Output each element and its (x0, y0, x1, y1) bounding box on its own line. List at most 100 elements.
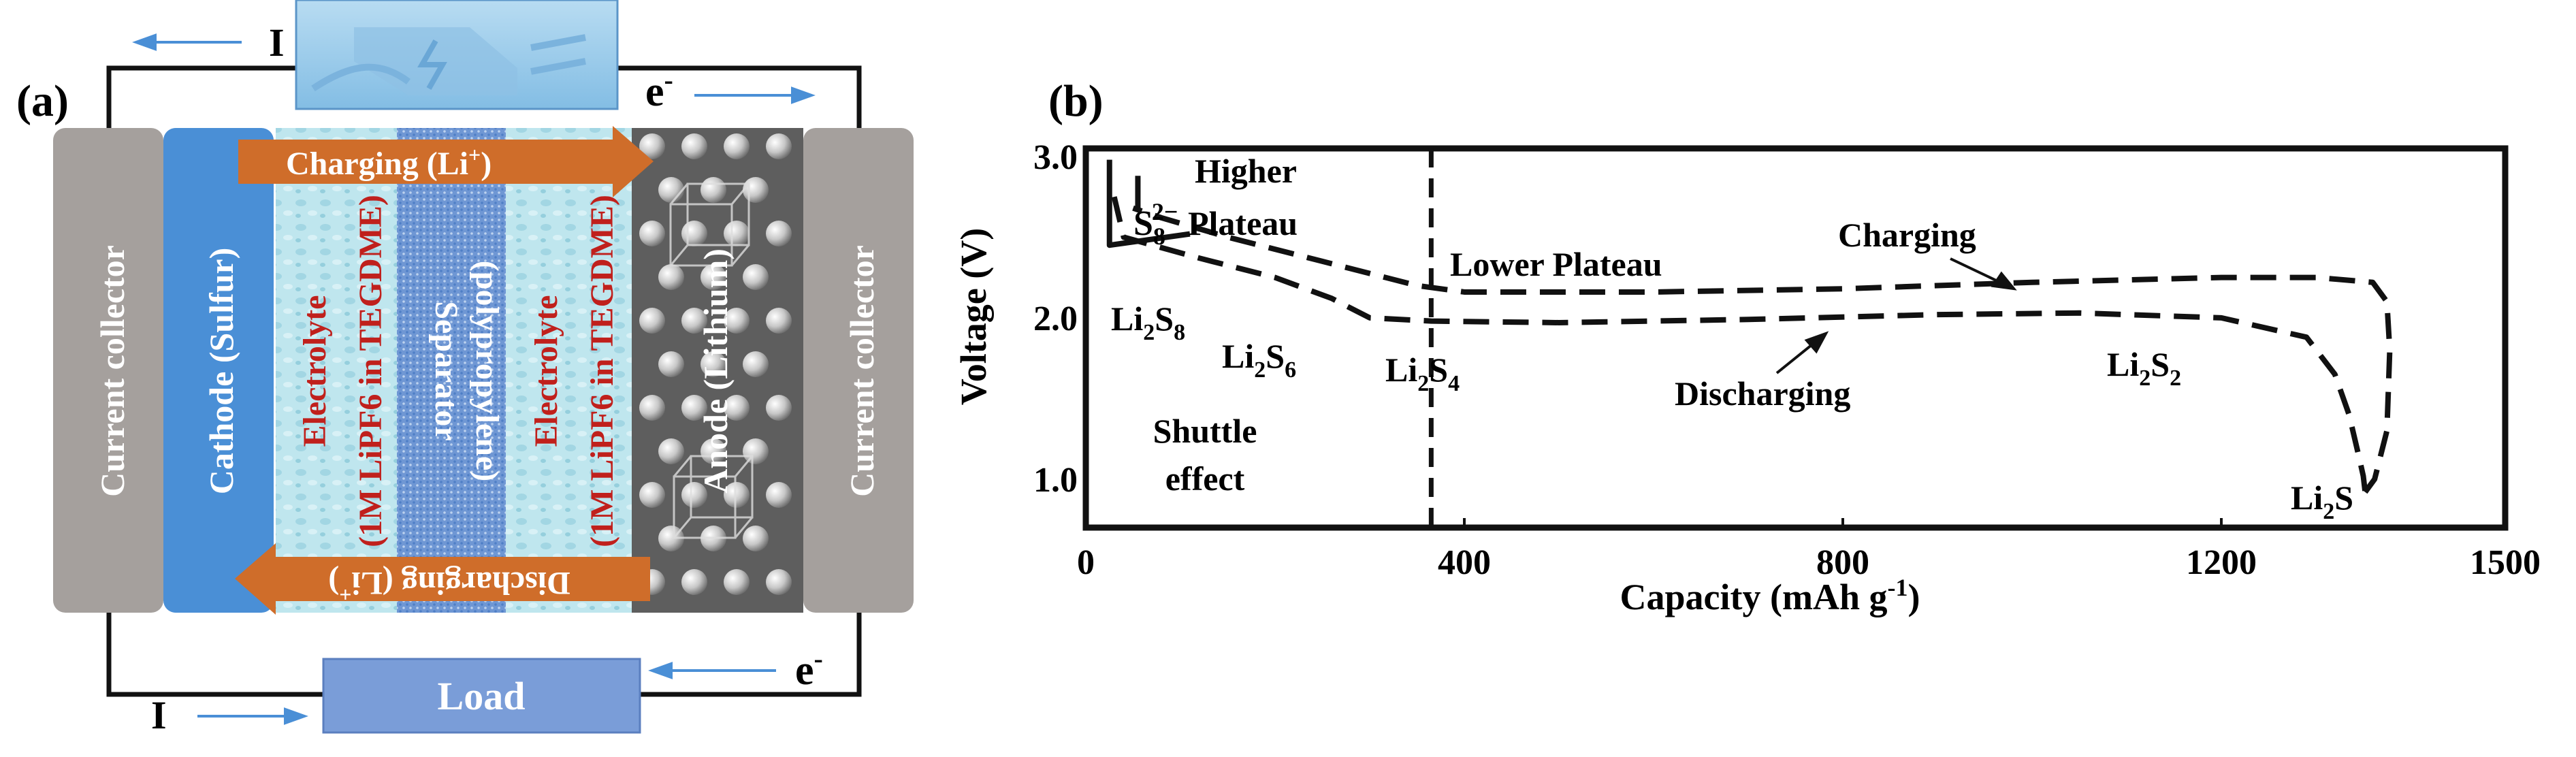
lithium-atom-24 (766, 395, 792, 421)
lattice-cube-icon (669, 182, 754, 539)
lithium-atom-4 (658, 177, 684, 203)
lithium-atom-11 (658, 264, 684, 290)
annotation-s8: S82− (1133, 198, 1178, 250)
lithium-atom-3 (766, 133, 792, 159)
y-tick-label-2: 2.0 (1033, 300, 1078, 338)
load-label: Load (438, 674, 526, 718)
separator-sublabel: (polypropylene) (469, 261, 505, 481)
charger-plug-icon (295, 0, 619, 110)
lithium-atom-20 (743, 351, 769, 377)
lithium-atom-27 (743, 438, 769, 464)
lithium-atom-18 (658, 351, 684, 377)
lithium-atom-17 (766, 308, 792, 334)
electrolyte-right-sublabel: (1M LiPF6 in TEGDME) (584, 195, 620, 547)
electron-arrow-bottom (648, 662, 776, 679)
lithium-atom-31 (766, 482, 792, 508)
panel-a-label: (a) (16, 76, 69, 126)
x-tick-label-1500: 1500 (2470, 543, 2541, 582)
cathode-block (163, 128, 274, 613)
annotation-li2s6: Li2S6 (1222, 337, 1296, 383)
voltage-capacity-chart: 0 400 800 1200 1500 1.0 2.0 3.0 (1033, 138, 2541, 582)
separator-label: Separator (428, 301, 464, 440)
current-label-top: I (269, 20, 285, 65)
annotation-li2s2: Li2S2 (2107, 345, 2181, 391)
series-steep_solid_1 (1106, 159, 1191, 248)
lithium-atom-6 (743, 177, 769, 203)
load-box (322, 658, 641, 734)
separator-block (397, 128, 506, 613)
x-axis-title: Capacity (mAh g-1) (1620, 574, 1920, 617)
electron-label-bottom: e- (795, 643, 823, 694)
charging-arrow-label: Charging (Li+) (286, 142, 492, 182)
annotation-li2s8: Li2S8 (1111, 300, 1185, 345)
annotation-li2s: Li2S (2291, 479, 2353, 524)
x-tick-label-800: 800 (1816, 543, 1869, 582)
annotation-shuttle: Shuttle (1153, 412, 1257, 450)
lithium-atom-22 (681, 395, 707, 421)
lithium-atom-37 (724, 569, 750, 595)
y-tick-label-1: 1.0 (1033, 461, 1078, 500)
x-tick-label-0: 0 (1077, 543, 1095, 582)
x-tick-label-400: 400 (1438, 543, 1491, 582)
electron-arrow-top (694, 86, 816, 104)
discharging-pointer-arrow (1775, 331, 1829, 374)
lithium-atom-13 (743, 264, 769, 290)
lithium-atom-38 (766, 569, 792, 595)
right-current-collector (803, 128, 914, 613)
annotation-li2s4: Li2S4 (1385, 351, 1460, 396)
left-current-collector (53, 128, 163, 613)
electrolyte-left-sublabel: (1M LiPF6 in TEGDME) (353, 195, 389, 547)
lithium-atom-25 (658, 438, 684, 464)
right-collector-label: Current collector (843, 245, 881, 497)
lithium-atom-10 (766, 221, 792, 246)
lithium-atom-36 (681, 569, 707, 595)
lithium-atom-30 (724, 482, 750, 508)
lithium-atom-19 (701, 351, 726, 377)
lithium-atom-0 (639, 133, 665, 159)
lithium-atom-28 (639, 482, 665, 508)
lithium-atom-26 (701, 438, 726, 464)
lithium-atom-21 (639, 395, 665, 421)
electrolyte-right-label: Electrolyte (528, 295, 564, 447)
lithium-atom-15 (681, 308, 707, 334)
lithium-atom-5 (701, 177, 726, 203)
lithium-atom-2 (724, 133, 750, 159)
cathode-label: Cathode (Sulfur) (202, 248, 240, 495)
annotation-lower-plateau: Lower Plateau (1450, 245, 1662, 283)
y-tick-label-3: 3.0 (1033, 138, 1078, 177)
left-collector-label: Current collector (93, 245, 131, 497)
lithium-atom-34 (743, 526, 769, 551)
current-arrow-top (132, 33, 242, 51)
charging-pointer-arrow (1950, 257, 2017, 291)
annotation-effect: effect (1165, 460, 1245, 498)
current-label-bottom: I (151, 693, 167, 737)
series-charge (1132, 205, 2393, 494)
electrolyte-right-block (506, 128, 632, 613)
anode-block: Anode (Lithium) (632, 128, 803, 613)
lithium-atom-14 (639, 308, 665, 334)
panel-b: (b) 0 400 800 1200 1500 1.0 2.0 3.0 Voltage (V)… (953, 76, 2541, 617)
lithium-atom-29 (681, 482, 707, 508)
x-tick-label-1200: 1200 (2186, 543, 2257, 582)
lithium-atom-1 (681, 133, 707, 159)
series-discharge (1111, 196, 2368, 493)
lithium-atom-8 (681, 221, 707, 246)
lithium-atom-9 (724, 221, 750, 246)
annotation-plateau: Plateau (1188, 204, 1298, 242)
panel-b-label: (b) (1048, 76, 1104, 126)
annotation-charging: Charging (1838, 216, 1976, 254)
lithium-atom-23 (724, 395, 750, 421)
current-arrow-bottom (197, 707, 308, 725)
electrolyte-left-block (276, 128, 397, 613)
discharging-arrow: Discharging (Li+) (235, 543, 650, 615)
y-axis-title: Voltage (V) (953, 228, 994, 405)
anode-label: Anode (Lithium) (696, 248, 735, 494)
electron-label-top: e- (645, 65, 673, 115)
electrolyte-left-label: Electrolyte (297, 295, 333, 447)
lithium-atom-16 (724, 308, 750, 334)
annotation-discharging: Discharging (1675, 374, 1850, 413)
annotation-higher: Higher (1195, 152, 1297, 190)
discharging-arrow-label: Discharging (Li+) (328, 565, 570, 607)
charging-arrow: Charging (Li+) (238, 126, 654, 197)
